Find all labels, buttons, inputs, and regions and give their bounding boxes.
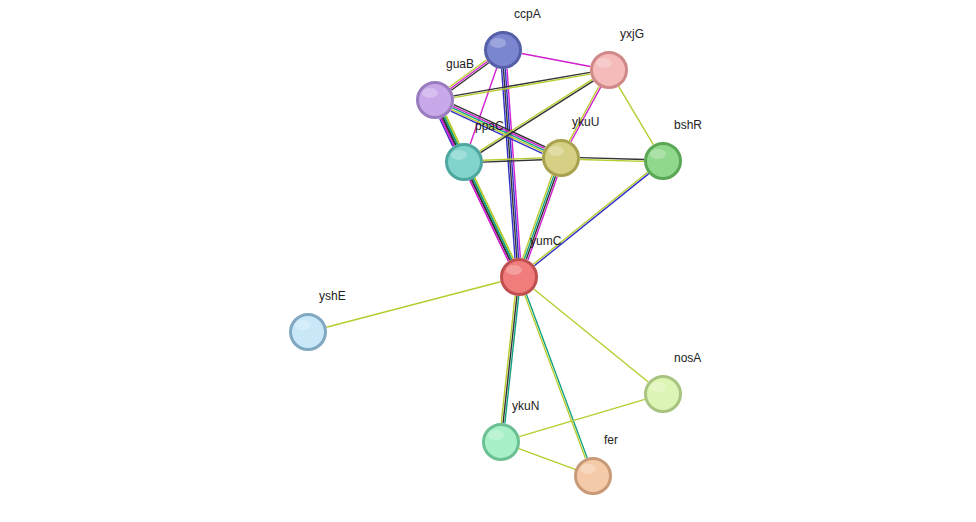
evidence-line (522, 54, 591, 67)
evidence-line (473, 179, 512, 260)
interaction-edge (441, 116, 514, 261)
protein-node: yshE (289, 313, 327, 351)
node-label: ccpA (514, 7, 541, 21)
interaction-edge (580, 158, 644, 162)
protein-node: ccpA (484, 31, 522, 69)
node-circle (482, 423, 520, 461)
evidence-line (526, 294, 587, 457)
protein-node: nosA (644, 375, 682, 413)
node-label: guaB (446, 57, 474, 71)
node-label: ykuU (572, 115, 599, 129)
node-circle (590, 51, 628, 89)
node-label: yshE (319, 289, 346, 303)
interaction-edge (470, 178, 513, 261)
interaction-edge (519, 449, 575, 470)
evidence-line (525, 295, 586, 458)
node-circle (500, 258, 538, 296)
evidence-line (326, 282, 500, 327)
interaction-edge (569, 86, 600, 142)
evidence-line (619, 86, 654, 144)
protein-node: ppaC (445, 143, 483, 181)
evidence-line (471, 180, 510, 261)
evidence-line (534, 289, 649, 382)
node-label: yumC (530, 234, 561, 248)
interaction-edge (326, 282, 500, 327)
node-label: bshR (674, 118, 702, 132)
evidence-line (454, 72, 591, 96)
evidence-line (483, 160, 542, 162)
node-circle (445, 143, 483, 181)
node-circle (289, 313, 327, 351)
evidence-line (444, 117, 512, 260)
evidence-line (453, 106, 544, 148)
protein-node: yxjG (590, 51, 628, 89)
evidence-line (475, 178, 514, 259)
node-circle (484, 31, 522, 69)
node-circle (416, 81, 454, 119)
node-circle (644, 142, 682, 180)
evidence-line (470, 180, 509, 261)
evidence-line (507, 69, 520, 258)
node-label: fer (604, 433, 618, 447)
evidence-line (503, 69, 516, 258)
evidence-line (580, 159, 644, 161)
interaction-edge (534, 289, 649, 382)
interaction-edge (619, 86, 654, 144)
protein-node: yumC (500, 258, 538, 296)
evidence-line (534, 174, 648, 266)
evidence-line (571, 87, 601, 142)
node-circle (542, 139, 580, 177)
node-circle (644, 375, 682, 413)
interaction-edge (483, 158, 542, 162)
node-label: ykuN (512, 399, 539, 413)
interaction-edge (522, 54, 591, 67)
node-label: yxjG (620, 27, 644, 41)
protein-node: guaB (416, 81, 454, 119)
evidence-line (505, 69, 518, 258)
evidence-line (519, 449, 575, 470)
interaction-edge (502, 69, 521, 258)
protein-node: bshR (644, 142, 682, 180)
protein-node: ykuU (542, 139, 580, 177)
protein-node: fer (574, 457, 612, 495)
evidence-line (502, 69, 515, 258)
interaction-edge (533, 172, 649, 266)
interaction-edge (525, 294, 587, 458)
node-label: ppaC (475, 119, 504, 133)
evidence-line (569, 86, 599, 141)
node-label: nosA (674, 351, 701, 365)
protein-node: ykuN (482, 423, 520, 461)
evidence-line (533, 172, 647, 264)
node-circle (574, 457, 612, 495)
